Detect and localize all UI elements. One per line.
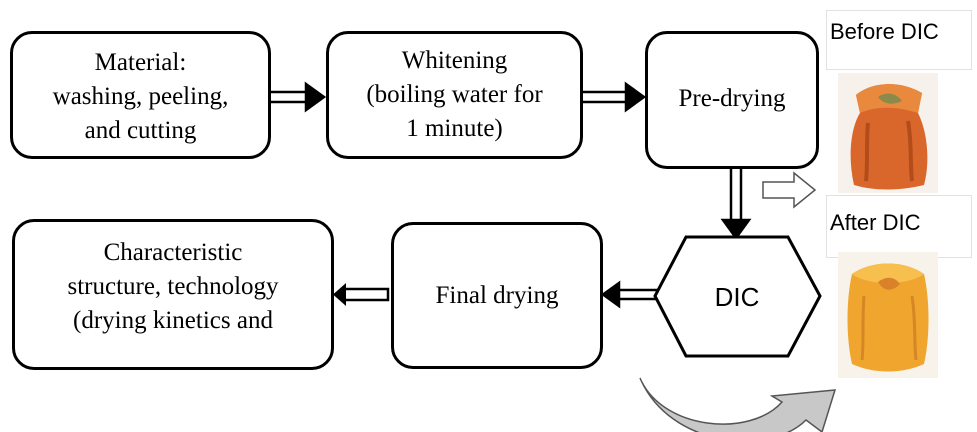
step-final-drying-line-1: Final drying	[435, 282, 559, 309]
step-whitening-line-2: (boiling water for	[366, 81, 543, 108]
step-material: Material: washing, peeling, and cutting	[10, 31, 271, 159]
hollow-block-arrow	[762, 171, 817, 209]
arrow-predrying-to-dic	[720, 166, 752, 241]
arrow-dic-to-final-drying	[600, 280, 660, 309]
dic-hexagon	[653, 235, 822, 358]
step-whitening: Whitening (boiling water for 1 minute)	[326, 31, 583, 159]
step-whitening-line-3: 1 minute)	[406, 115, 503, 142]
after-dic-label: After DIC	[826, 195, 972, 258]
before-dic-label: Before DIC	[826, 10, 972, 70]
step-predrying-line-1: Pre-drying	[678, 85, 786, 112]
step-characteristic: Characteristic structure, technology (dr…	[12, 219, 334, 370]
step-final-drying: Final drying	[391, 222, 603, 369]
after-dic-sample-image	[838, 252, 938, 378]
curved-arrow-icon	[639, 377, 837, 432]
arrow-final-drying-to-characteristic	[333, 283, 390, 306]
step-predrying: Pre-drying	[645, 31, 819, 169]
step-characteristic-line-2: structure, technology	[67, 273, 279, 300]
step-material-line-1: Material:	[94, 49, 187, 76]
step-whitening-line-1: Whitening	[401, 47, 508, 74]
dic-label: DIC	[715, 282, 760, 312]
arrow-material-to-whitening	[270, 81, 327, 113]
arrow-whitening-to-predrying	[582, 81, 647, 113]
before-dic-sample-image	[838, 73, 938, 193]
step-characteristic-line-1: Characteristic	[103, 239, 243, 266]
step-material-line-2: washing, peeling,	[52, 83, 229, 110]
step-characteristic-line-3: (drying kinetics and	[73, 307, 273, 334]
step-material-line-3: and cutting	[84, 117, 197, 144]
